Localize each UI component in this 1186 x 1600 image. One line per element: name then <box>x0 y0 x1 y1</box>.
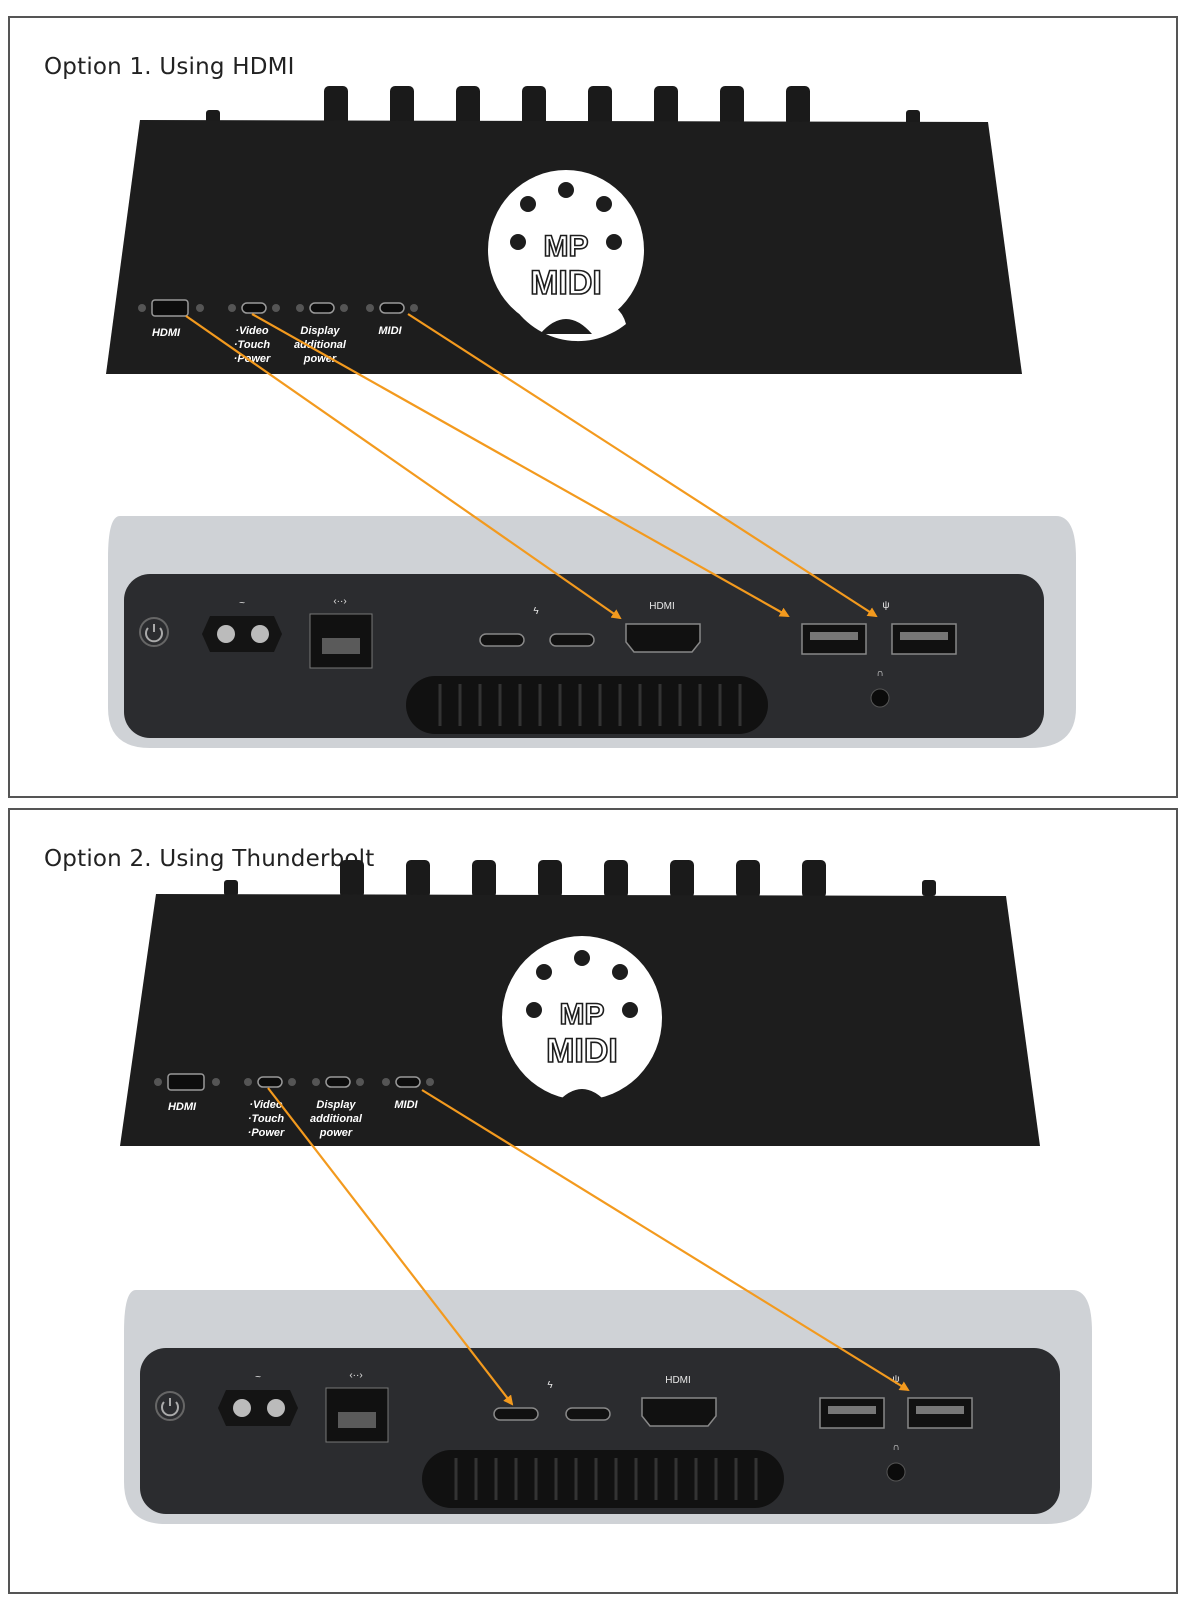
port-label-touch: ·Touch <box>234 339 271 351</box>
usb-icon: ψ <box>892 1374 899 1385</box>
ac-power-socket <box>202 616 282 652</box>
ac-power-socket <box>218 1390 298 1426</box>
option-1-title: Option 1. Using HDMI <box>44 54 295 80</box>
controller-device: MP MIDI HDMI ·Video ·Touch ·P <box>106 86 1022 374</box>
computer-hdmi-label: HDMI <box>649 601 675 612</box>
option-2-panel: Option 2. Using Thunderbolt <box>8 808 1178 1594</box>
thunderbolt-port-1 <box>493 1407 539 1421</box>
controller-usbc-video-port <box>257 1076 283 1088</box>
controller-ports: HDMI ·Video ·Touch ·Power Display additi… <box>138 299 418 365</box>
ethernet-icon: ‹··› <box>333 596 346 607</box>
controller-knobs <box>224 860 936 898</box>
logo-text-mp: MP <box>560 998 605 1031</box>
port-label-power2: power <box>319 1127 353 1139</box>
mp-midi-logo: MP MIDI <box>488 170 644 342</box>
controller-midi-port <box>379 302 405 314</box>
power-icon <box>145 624 163 643</box>
port-label-video: ·Video <box>249 1099 282 1111</box>
vent-grille <box>422 1450 784 1508</box>
controller-usbc-power-port <box>309 302 335 314</box>
ethernet-icon: ‹··› <box>349 1370 362 1381</box>
arrow-hdmi-to-hdmi <box>185 315 622 620</box>
port-label-additional: additional <box>294 339 347 351</box>
controller-ports: HDMI ·Video ·Touch ·Power Display additi… <box>154 1073 434 1139</box>
mp-midi-logo: MP MIDI <box>502 936 662 1104</box>
option-2-title: Option 2. Using Thunderbolt <box>44 846 375 872</box>
headphones-icon: ∩ <box>892 1442 899 1453</box>
option-2-diagram: MP MIDI HDMI ·Video ·Touch ·Power <box>120 860 1092 1524</box>
port-label-midi: MIDI <box>394 1099 418 1111</box>
vent-grille <box>406 676 768 734</box>
logo-text-midi: MIDI <box>530 264 602 302</box>
computer-device: ~ ‹··› ϟ HDMI ψ ∩ <box>108 516 1076 748</box>
headphone-jack <box>870 688 890 708</box>
controller-knobs <box>206 86 920 126</box>
ac-power-icon: ~ <box>255 1372 261 1383</box>
port-label-display: Display <box>316 1099 356 1111</box>
computer-hdmi-port <box>625 623 701 653</box>
port-label-display: Display <box>300 325 340 337</box>
thunderbolt-port-2 <box>549 633 595 647</box>
computer-hdmi-label: HDMI <box>665 1375 691 1386</box>
thunderbolt-port-1 <box>479 633 525 647</box>
thunderbolt-icon: ϟ <box>547 1380 553 1391</box>
controller-device: MP MIDI HDMI ·Video ·Touch ·Power <box>120 860 1040 1146</box>
controller-hdmi-port <box>151 299 189 317</box>
arrow-midi-to-usb2 <box>407 313 878 618</box>
port-label-power: ·Power <box>248 1127 285 1139</box>
port-label-midi: MIDI <box>378 325 402 337</box>
arrow-midi-to-usb2 <box>421 1089 910 1392</box>
connection-arrows <box>185 313 878 620</box>
port-label-video: ·Video <box>235 325 268 337</box>
connection-arrows <box>267 1087 910 1406</box>
controller-usbc-power-port <box>325 1076 351 1088</box>
port-label-touch: ·Touch <box>248 1113 285 1125</box>
thunderbolt-icon: ϟ <box>533 606 539 617</box>
computer-hdmi-port <box>641 1397 717 1427</box>
option-1-diagram: MP MIDI HDMI ·Video ·Touch ·P <box>106 86 1076 748</box>
computer-device: ~ ‹··› ϟ HDMI ψ ∩ <box>124 1290 1092 1524</box>
option-1-panel: Option 1. Using HDMI <box>8 16 1178 798</box>
arrow-video-to-usb1 <box>251 313 790 617</box>
controller-usbc-video-port <box>241 302 267 314</box>
power-button[interactable] <box>155 1391 185 1421</box>
logo-text-midi: MIDI <box>546 1032 618 1070</box>
port-label-hdmi: HDMI <box>152 327 181 339</box>
power-button[interactable] <box>139 617 169 647</box>
port-label-hdmi: HDMI <box>168 1101 197 1113</box>
power-icon <box>161 1398 179 1417</box>
arrow-video-to-thunderbolt <box>267 1087 514 1406</box>
headphone-jack <box>886 1462 906 1482</box>
controller-hdmi-port <box>167 1073 205 1091</box>
port-label-additional: additional <box>310 1113 363 1125</box>
thunderbolt-port-2 <box>565 1407 611 1421</box>
controller-midi-port <box>395 1076 421 1088</box>
ac-power-icon: ~ <box>239 598 245 609</box>
headphones-icon: ∩ <box>876 668 883 679</box>
usb-icon: ψ <box>882 600 889 611</box>
logo-text-mp: MP <box>544 230 589 263</box>
